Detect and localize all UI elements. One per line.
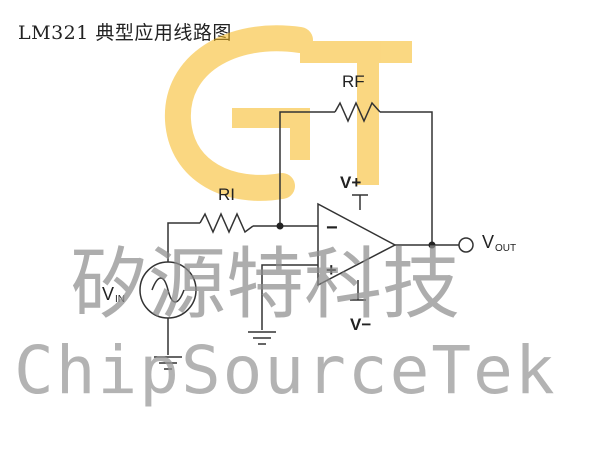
junction-dot <box>428 241 436 249</box>
ri-label: RI <box>218 185 235 204</box>
wires <box>167 111 459 355</box>
noninverting-input-label: + <box>326 260 337 280</box>
page-title: LM321 典型应用线路图 <box>18 22 232 44</box>
inverting-input-label: − <box>326 217 338 239</box>
resistor-rf <box>334 101 381 123</box>
vout-label-sub: OUT <box>495 243 516 254</box>
watermark-english: ChipSourceTek <box>14 332 557 409</box>
ac-source <box>139 261 197 319</box>
vin-label-main: V <box>102 284 114 304</box>
junction-dot <box>276 222 284 230</box>
gt-logo <box>164 25 412 201</box>
watermark-chinese: 矽源特科技 <box>70 240 461 330</box>
ground-symbol <box>248 331 276 345</box>
op-amp <box>317 202 397 287</box>
vout-label-main: V <box>482 232 494 252</box>
rf-label: RF <box>342 72 365 91</box>
v-plus-label: V+ <box>340 173 361 192</box>
output-terminal <box>458 237 474 253</box>
resistor-ri <box>199 212 254 234</box>
vin-label-sub: IN <box>115 294 125 305</box>
v-minus-label: V− <box>350 315 371 334</box>
ground-symbol <box>154 356 182 370</box>
